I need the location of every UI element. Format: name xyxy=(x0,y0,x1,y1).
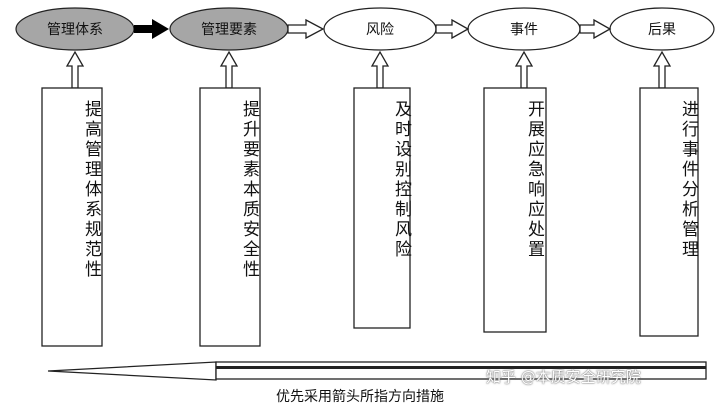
node-management-elements: 管理要素 xyxy=(169,7,289,51)
measure-text: 提升要素本质安全性 xyxy=(239,100,259,280)
solid-arrow xyxy=(134,19,169,39)
watermark: 知乎 @本质安全研究院 xyxy=(486,368,641,386)
node-label: 后果 xyxy=(648,22,676,38)
node-label: 管理体系 xyxy=(47,22,103,38)
node-consequence: 后果 xyxy=(609,7,715,51)
hollow-arrow-up xyxy=(370,50,390,89)
diagram-caption: 优先采用箭头所指方向措施 xyxy=(276,389,444,405)
measure-box xyxy=(639,87,699,337)
hollow-arrow-up xyxy=(219,50,239,89)
priority-arrow xyxy=(47,361,707,381)
measure-box xyxy=(353,87,411,329)
hollow-arrow-right xyxy=(287,18,325,40)
hollow-arrow-up xyxy=(65,50,85,89)
node-management-system: 管理体系 xyxy=(15,7,135,51)
measure-box xyxy=(41,87,103,347)
node-label: 管理要素 xyxy=(201,22,257,38)
node-event: 事件 xyxy=(467,7,581,51)
hollow-arrow-right xyxy=(579,18,612,40)
measure-box xyxy=(199,87,261,347)
measure-text: 开展应急响应处置 xyxy=(524,100,544,260)
hollow-arrow-up xyxy=(514,50,534,89)
measure-text: 及时设别控制风险 xyxy=(391,100,411,260)
measure-box xyxy=(483,87,547,333)
node-label: 事件 xyxy=(510,22,538,38)
measure-text: 进行事件分析管理 xyxy=(678,100,698,260)
hollow-arrow-right xyxy=(435,18,470,40)
measure-text: 提高管理体系规范性 xyxy=(81,100,101,280)
hollow-arrow-up xyxy=(652,50,672,89)
node-label: 风险 xyxy=(366,22,394,38)
node-risk: 风险 xyxy=(323,7,437,51)
